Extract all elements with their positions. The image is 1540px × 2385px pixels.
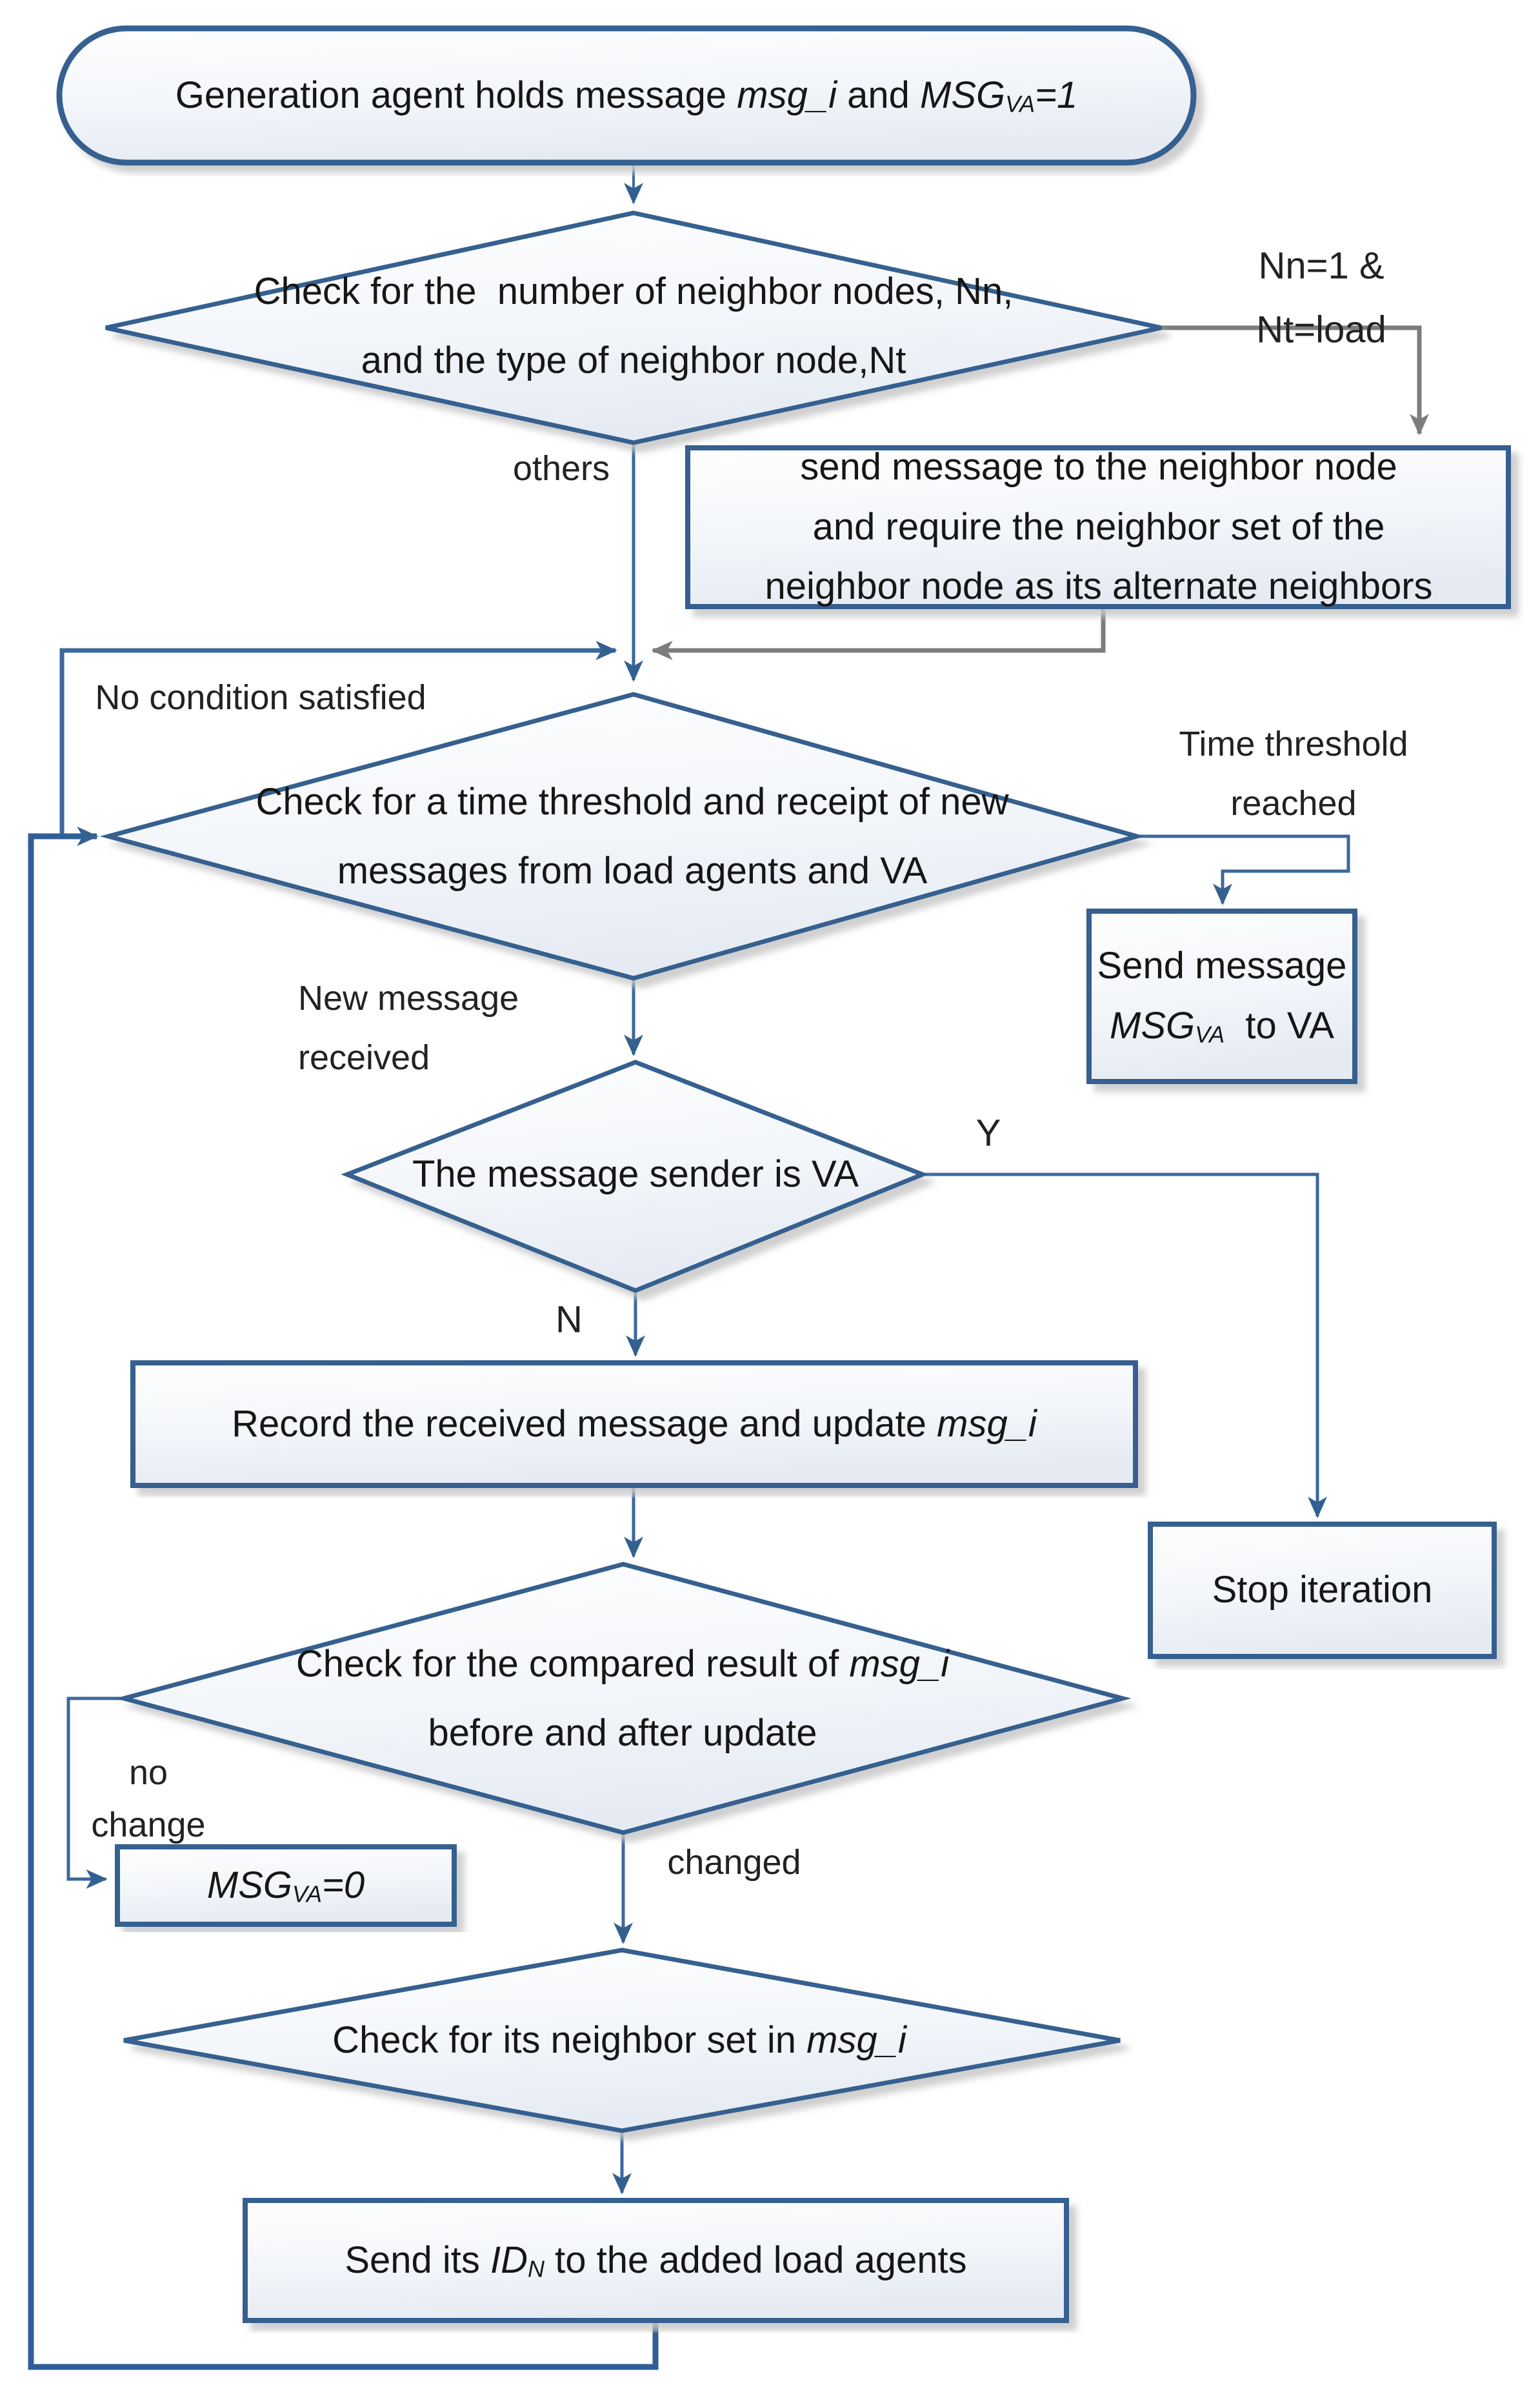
process-record-message-shape: [130, 1360, 1138, 1488]
decision-sender-is-va-shape: [341, 1060, 929, 1293]
decision-compare-msgi-shape: [115, 1562, 1132, 1835]
connector-no-change-branch: [66, 1696, 123, 1889]
connector-no-condition-loop: [59, 641, 617, 836]
connector-time-threshold-branch: [1137, 834, 1350, 905]
connector-feedback-loop: [28, 827, 659, 2370]
process-send-msgva-shape: [1086, 909, 1357, 1084]
decision-time-threshold-shape: [99, 692, 1145, 981]
process-stop-iteration-shape: [1148, 1522, 1497, 1659]
decision-neighbor-set-shape: [123, 1947, 1121, 2133]
connector-nn1-ntload-branch: [1161, 325, 1429, 436]
connector-yes-branch: [924, 1172, 1327, 1518]
start-terminator-shape: [56, 25, 1197, 166]
process-send-to-neighbor-shape: [685, 445, 1511, 609]
process-msgva-zero-shape: [115, 1844, 457, 1927]
process-send-idn-shape: [243, 2198, 1069, 2323]
decision-neighbor-count-shape: [105, 210, 1162, 445]
connector-sendbox-return: [651, 608, 1106, 660]
